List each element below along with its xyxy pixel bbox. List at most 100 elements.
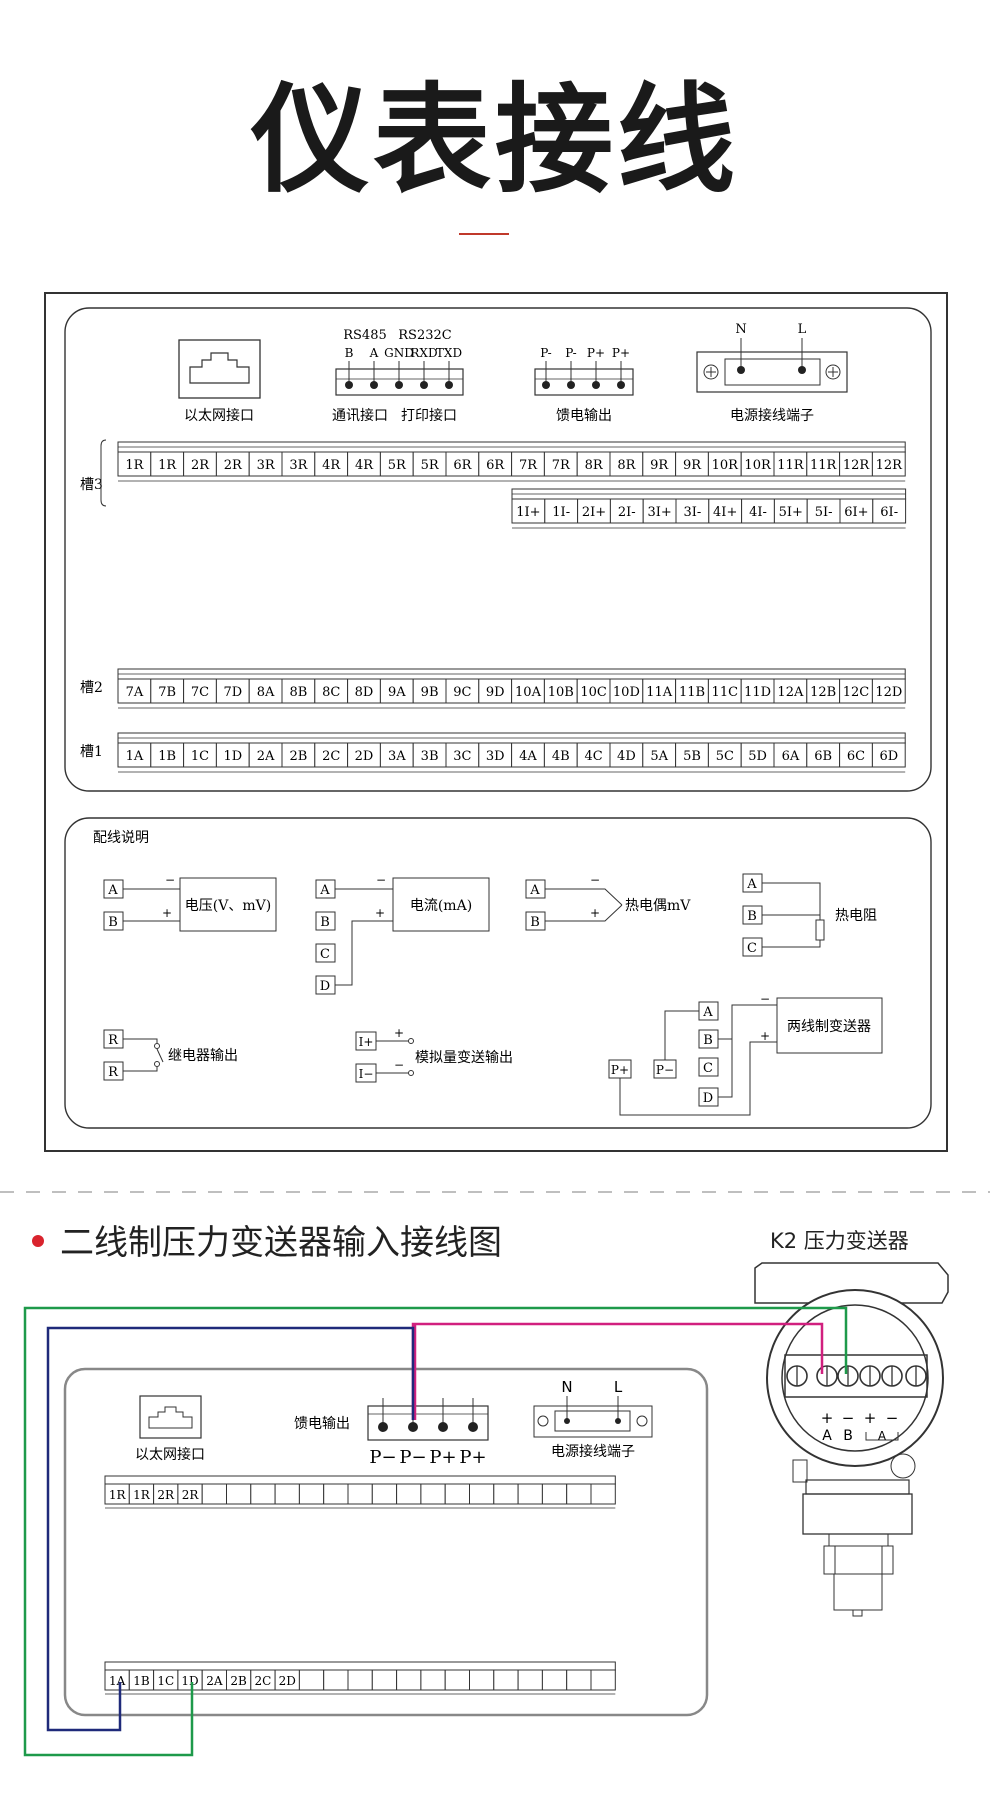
rs232c-label: RS232C [398, 328, 452, 343]
terminal-cell [215, 678, 250, 704]
pressure-transmitter: + − + − A B A [754, 1262, 949, 1617]
terminal-label: 12R [876, 458, 904, 473]
svg-text:B: B [320, 915, 330, 930]
terminal-label: 5R [421, 458, 440, 473]
svg-text:A: A [746, 877, 757, 892]
svg-text:B: B [703, 1033, 713, 1048]
bottom-feed-label: 馈电输出 [294, 1416, 350, 1432]
terminal-cell [609, 451, 644, 477]
terminal-cell [511, 451, 545, 477]
terminal-label: 1R [125, 458, 144, 473]
terminal-label: 11R [810, 458, 838, 473]
terminal-cell [201, 1483, 227, 1505]
svg-text:D: D [703, 1091, 713, 1106]
terminal-label: 8R [617, 458, 636, 473]
terminal-label: 4D [617, 749, 636, 764]
svg-text:B: B [530, 915, 540, 930]
terminal-label: 1I- [552, 505, 570, 520]
terminal-cell [773, 498, 808, 524]
current-label: 电流(mA) [410, 898, 472, 914]
terminal-label: 1A [126, 749, 144, 764]
terminal-cell [493, 1483, 519, 1505]
svg-text:+: + [864, 1409, 877, 1427]
terminal-cell [511, 678, 545, 704]
power-pin-n: N [735, 322, 746, 337]
terminal-cell [396, 1483, 422, 1505]
terminal-cell [250, 1483, 276, 1505]
terminal-label: 3R [289, 458, 308, 473]
feed-pin-label: P+ [612, 346, 630, 360]
feed-label: 馈电输出 [556, 408, 612, 424]
feed-pin-label: P- [540, 346, 551, 360]
terminal-label: 3C [453, 749, 471, 764]
slot3-terminal-strip-2: 1I+1I-2I+2I-3I+3I-4I+4I-5I+5I-6I+6I- [511, 488, 907, 529]
terminal-label: 3R [257, 458, 276, 473]
svg-text:C: C [747, 941, 757, 956]
terminal-label: 9A [388, 685, 406, 700]
terminal-label: 5D [748, 749, 767, 764]
terminal-label: 2R [224, 458, 243, 473]
terminal-label: 10D [613, 685, 640, 700]
svg-text:A: A [319, 883, 330, 898]
terminal-label: 4I+ [713, 505, 737, 520]
bottom-feed-pin-label: P− [369, 1447, 396, 1468]
feed-pin-label: P+ [587, 346, 605, 360]
print-label: 打印接口 [401, 407, 457, 424]
bottom-feed-pin-label: P− [399, 1447, 426, 1468]
terminal-cell [478, 451, 513, 477]
relay-label: 继电器输出 [168, 1048, 238, 1064]
terminal-cell [675, 498, 710, 524]
terminal-cell [469, 1483, 495, 1505]
terminal-label: 4B [552, 749, 570, 764]
terminal-cell [541, 1669, 568, 1691]
terminal-cell [396, 1669, 422, 1691]
page-title: 仪表接线 [250, 71, 739, 209]
slot1-label: 槽1 [80, 744, 103, 760]
terminal-cell [274, 1483, 300, 1505]
terminal-cell [708, 498, 743, 524]
svg-text:R: R [108, 1033, 119, 1048]
terminal-cell [281, 451, 316, 477]
terminal-cell [379, 678, 414, 704]
terminal-cell [511, 498, 546, 524]
terminal-label: 6I- [880, 505, 898, 520]
terminal-label: 7R [519, 458, 538, 473]
terminal-cell [590, 1669, 616, 1691]
terminal-cell [839, 742, 873, 768]
terminal-cell [566, 1483, 592, 1505]
analog-output-wiring: I+ I− + − 模拟量变送输出 [355, 1026, 513, 1083]
terminal-cell [577, 498, 611, 524]
terminal-label: 8C [322, 685, 340, 700]
terminal-cell [347, 1483, 373, 1505]
terminal-label: 3I+ [647, 505, 671, 520]
terminal-label: 2D [279, 1674, 296, 1688]
terminal-cell [444, 1483, 471, 1505]
terminal-cell [444, 1669, 471, 1691]
svg-text:A: A [702, 1005, 713, 1020]
terminal-label: 2B [230, 1674, 247, 1688]
svg-text:C: C [703, 1061, 713, 1076]
pin-dot [395, 381, 403, 389]
terminal-cell [839, 498, 874, 524]
terminal-label: 3B [421, 749, 439, 764]
terminal-label: 2R [182, 1488, 200, 1502]
terminal-label: 11R [777, 458, 805, 473]
terminal-cell [281, 678, 316, 704]
terminal-cell [183, 678, 217, 704]
terminal-label: 5R [388, 458, 407, 473]
terminal-label: 7A [126, 685, 144, 700]
terminal-label: 1A [109, 1674, 126, 1688]
terminal-cell [347, 1669, 373, 1691]
current-wiring: A B C D − + 电流(mA) [315, 873, 490, 995]
terminal-cell [469, 1669, 495, 1691]
terminal-label: 11C [712, 685, 739, 700]
terminal-label: 8D [355, 685, 374, 700]
bullet-icon [32, 1235, 44, 1247]
terminal-label: 4A [519, 749, 537, 764]
svg-text:P+: P+ [611, 1063, 629, 1077]
svg-text:P−: P− [656, 1063, 674, 1077]
terminal-label: 9D [486, 685, 505, 700]
